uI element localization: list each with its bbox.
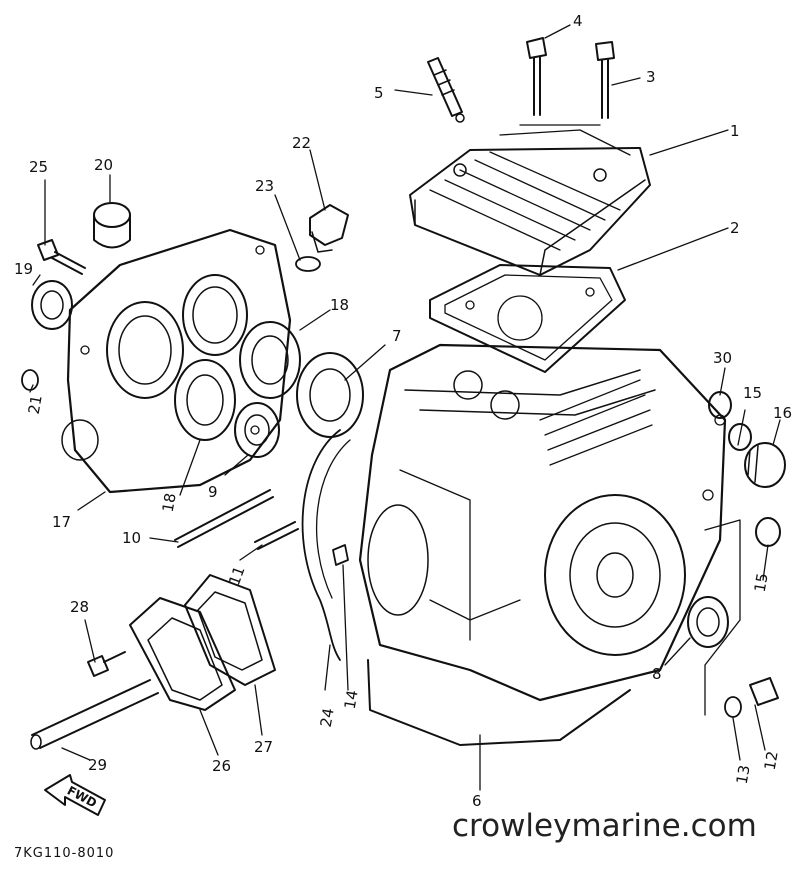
callout-30: 30: [713, 349, 732, 367]
callout-15-lower: 15: [751, 572, 772, 594]
callout-17: 17: [52, 513, 71, 531]
bolt-28: [87, 651, 126, 677]
cap-16: [744, 442, 786, 488]
callout-14: 14: [341, 689, 362, 711]
crankcase-cover: [61, 228, 292, 494]
gasket-27: [184, 574, 276, 686]
leader-lines: [29, 24, 781, 791]
stud-11: [254, 521, 299, 550]
watermark-text: crowleymarine.com: [452, 808, 757, 844]
callout-24: 24: [317, 707, 338, 729]
bearing-7: [296, 352, 364, 438]
callout-18-upper: 18: [330, 296, 349, 314]
callout-12: 12: [761, 750, 782, 772]
dowel-14: [332, 544, 349, 566]
callout-19: 19: [14, 260, 33, 278]
fwd-arrow: FWD: [44, 774, 106, 816]
callout-1: 1: [730, 122, 740, 140]
ring-20: [93, 202, 131, 249]
callout-26: 26: [212, 757, 231, 775]
callout-3: 3: [646, 68, 656, 86]
o-ring-23: [295, 256, 321, 272]
callout-4: 4: [573, 12, 583, 30]
bearing-18-upper: [239, 321, 301, 399]
callout-22: 22: [292, 134, 311, 152]
callout-11: 11: [225, 564, 248, 588]
callout-6: 6: [472, 792, 482, 810]
callout-16: 16: [773, 404, 792, 422]
spark-plug: [427, 57, 465, 123]
bearing-9: [234, 402, 280, 458]
stud-10: [174, 489, 274, 548]
callout-13: 13: [733, 764, 754, 786]
callout-7: 7: [392, 327, 402, 345]
callout-5: 5: [374, 84, 384, 102]
callout-23: 23: [255, 177, 274, 195]
callout-29: 29: [88, 756, 107, 774]
drain-bolt-12: [749, 677, 779, 706]
callout-18-lower: 18: [159, 492, 180, 514]
diagram-code: 7KG110-8010: [14, 846, 115, 861]
crankcase-block: [358, 343, 727, 746]
callout-25: 25: [29, 158, 48, 176]
callout-21: 21: [25, 394, 46, 416]
callout-20: 20: [94, 156, 113, 174]
callout-8: 8: [652, 665, 662, 683]
pipe-29: [30, 679, 159, 750]
cylinder-head: [409, 124, 651, 276]
bearing-18-lower: [174, 359, 236, 441]
bolt-25: [37, 239, 86, 275]
callout-9: 9: [208, 483, 218, 501]
crankcase-gasket: [301, 429, 351, 661]
plug-15-upper: [728, 423, 752, 451]
oil-seal-8: [687, 596, 729, 648]
callout-labels: 1 2 3 4 5 6 7 8 9 10 11 12 13 14 15 15 1…: [14, 12, 792, 810]
washer-13: [724, 696, 742, 718]
callout-15-upper: 15: [743, 384, 762, 402]
head-gasket: [429, 264, 626, 373]
callout-2: 2: [730, 219, 740, 237]
plug-15-lower: [755, 517, 781, 547]
head-bolt-3: [595, 41, 615, 119]
breather-22: [309, 204, 349, 253]
washer-21: [21, 369, 39, 391]
oil-seal-19: [31, 280, 73, 330]
callout-10: 10: [122, 529, 141, 547]
cover-26: [129, 597, 236, 711]
callout-27: 27: [254, 738, 273, 756]
callout-28: 28: [70, 598, 89, 616]
head-bolt-4: [526, 37, 547, 116]
